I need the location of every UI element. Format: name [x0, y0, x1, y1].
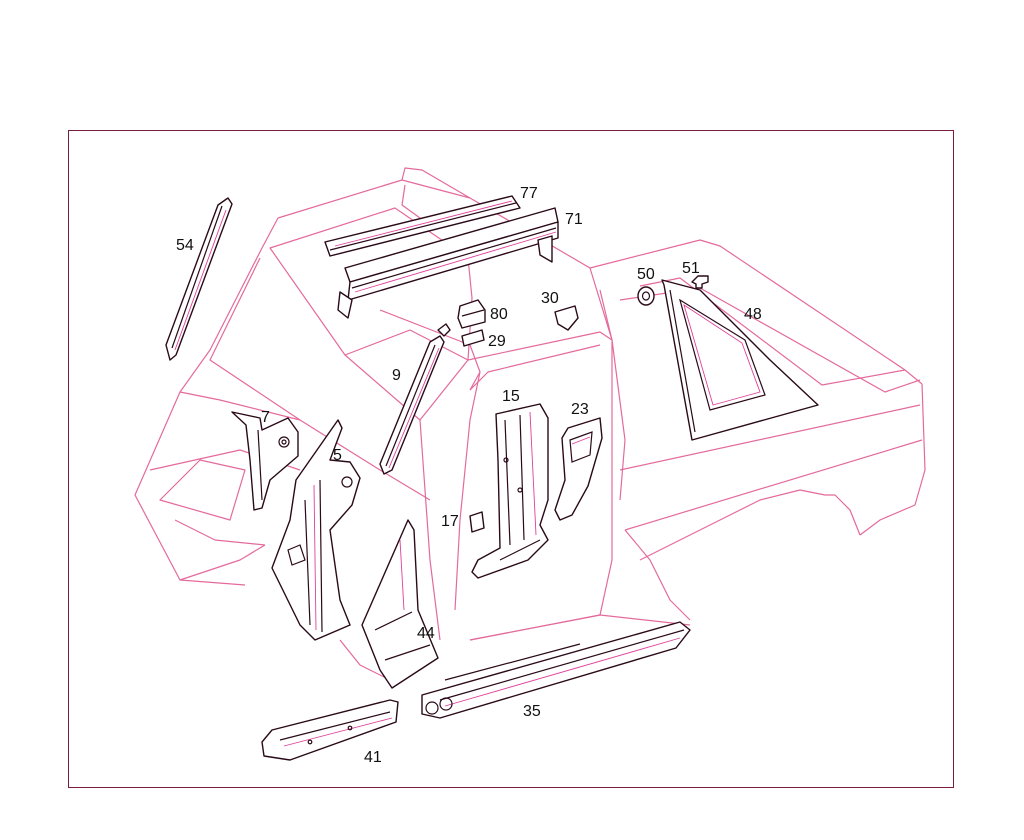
part-29-plate [461, 329, 485, 347]
callout-51: 51 [682, 260, 700, 277]
callout-50: 50 [637, 266, 655, 283]
part-50-grommet [637, 286, 655, 306]
callout-44: 44 [417, 625, 435, 642]
callout-9: 9 [392, 367, 401, 384]
callout-23: 23 [571, 401, 589, 418]
part-9-pillar-strip [379, 323, 451, 475]
callout-35: 35 [523, 703, 541, 720]
callout-15: 15 [502, 388, 520, 405]
part-7-hinge-bracket [231, 411, 299, 511]
part-17-patch [469, 511, 485, 533]
part-30-bracket [554, 305, 579, 331]
part-80-bracket [457, 299, 486, 329]
vehicle-body-outline [134, 167, 926, 681]
callout-77: 77 [520, 185, 538, 202]
callout-17: 17 [441, 513, 459, 530]
part-41-cross-member [261, 699, 399, 761]
callout-48: 48 [744, 306, 762, 323]
callout-labels: 77 71 54 50 51 30 80 29 48 9 15 23 7 5 1… [176, 185, 762, 766]
diagram-frame [68, 130, 954, 788]
callout-41: 41 [364, 749, 382, 766]
callout-54: 54 [176, 237, 194, 254]
callout-29: 29 [488, 333, 506, 350]
part-51-clip [691, 275, 709, 289]
callout-30: 30 [541, 290, 559, 307]
callout-7: 7 [261, 409, 270, 426]
part-44-rocker-piece [361, 519, 439, 689]
part-71-windshield-header [337, 207, 559, 319]
part-77-roof-rail [324, 195, 521, 257]
callout-80: 80 [490, 306, 508, 323]
part-15-b-pillar [471, 403, 549, 579]
part-48-window-frame [661, 279, 819, 441]
callout-5: 5 [333, 447, 342, 464]
part-35-sill-panel [421, 621, 691, 719]
part-5-hinge-pillar [271, 419, 361, 641]
callout-71: 71 [565, 211, 583, 228]
part-54-pillar-strip [165, 197, 233, 361]
part-23-striker-panel [554, 417, 603, 521]
